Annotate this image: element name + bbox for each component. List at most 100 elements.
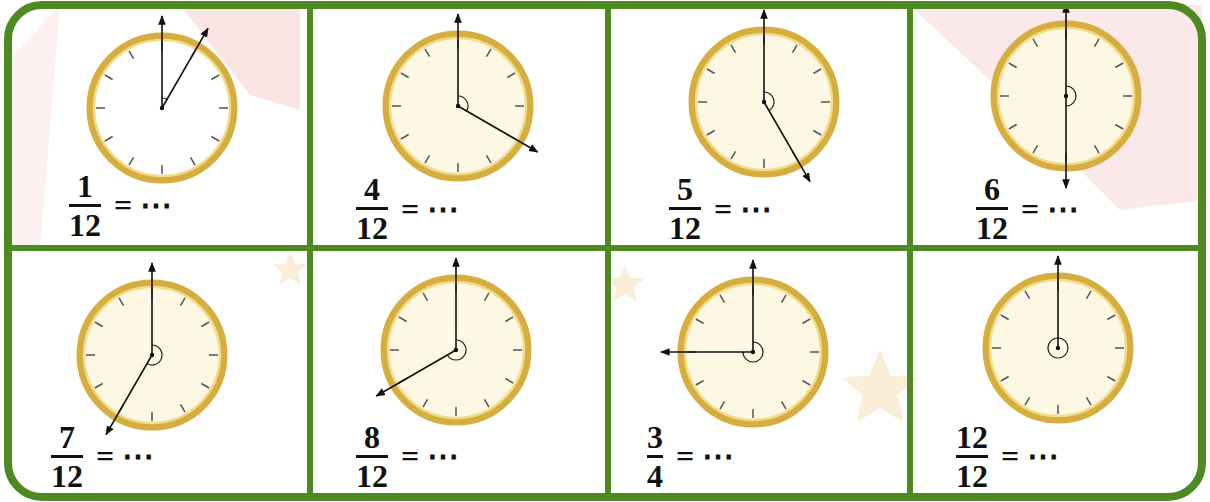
clock-panel: 612= ⋯	[910, 5, 1202, 248]
clock-tick	[698, 101, 707, 103]
clock-tick	[1107, 315, 1115, 320]
clock-tick	[191, 157, 196, 165]
clock-tick	[1025, 397, 1030, 405]
clock-tick	[423, 293, 428, 301]
clock-tick	[425, 155, 430, 163]
fraction-equation: 512= ⋯	[666, 173, 772, 244]
clock	[386, 14, 538, 178]
clock-tick	[813, 131, 821, 136]
clock-tick	[455, 407, 457, 416]
clock-panel: 412= ⋯	[310, 5, 608, 248]
clock-hand	[752, 260, 754, 352]
numerator: 7	[59, 421, 75, 453]
clock	[90, 16, 234, 180]
numerator: 1	[77, 170, 93, 202]
clock-center	[751, 350, 755, 354]
clock-tick	[1115, 347, 1124, 349]
clock-tick	[392, 105, 401, 107]
clock-tick	[810, 351, 819, 353]
clock-hand	[458, 106, 538, 152]
clock-tick	[181, 298, 186, 306]
clock-tick	[802, 319, 810, 324]
clock-tick	[1009, 63, 1017, 68]
numerator: 8	[364, 421, 380, 453]
watermark-shape	[910, 5, 1202, 210]
clock-tick	[457, 163, 459, 172]
clock-center	[456, 104, 460, 108]
clock-hand	[661, 351, 753, 353]
grid-line	[8, 245, 1202, 251]
watermark-star	[842, 350, 918, 422]
denominator: 4	[647, 460, 663, 492]
clock-tick	[507, 73, 515, 78]
clock-tick	[720, 401, 725, 409]
numerator: 12	[956, 421, 988, 453]
fraction-bar	[356, 455, 388, 458]
clock-tick	[1025, 291, 1030, 299]
clock-tick	[1095, 145, 1100, 153]
clock-tick	[1123, 95, 1132, 97]
clock-hand	[106, 355, 152, 435]
clock	[986, 256, 1130, 420]
clock-tick	[1095, 39, 1100, 47]
denominator: 12	[976, 212, 1008, 244]
fraction-equation: 412= ⋯	[353, 173, 459, 244]
clock-tick	[731, 151, 736, 159]
fraction-bar	[69, 204, 101, 207]
clock-tick	[1115, 125, 1123, 130]
clock-hand	[763, 10, 765, 102]
clock-tick	[485, 293, 490, 301]
clock-tick	[696, 381, 704, 386]
clock-tick	[696, 319, 704, 324]
fraction: 712	[48, 421, 86, 492]
clock-tick	[219, 107, 228, 109]
clock-panel: 512= ⋯	[608, 5, 910, 248]
clock-tick	[129, 51, 134, 59]
numerator: 6	[984, 173, 1000, 205]
clock-tick	[425, 49, 430, 57]
clock-tick	[209, 354, 218, 356]
clock-tick	[390, 349, 399, 351]
frame	[8, 5, 1202, 497]
clock-tick	[1115, 63, 1123, 68]
clock-tick	[105, 75, 113, 80]
clock-tick	[487, 155, 492, 163]
fraction-bar	[956, 455, 988, 458]
clock-tick	[793, 45, 798, 53]
clock-tick	[119, 298, 124, 306]
numerator: 5	[677, 173, 693, 205]
clock	[376, 258, 528, 422]
clock-center	[454, 348, 458, 352]
clock-hand	[161, 16, 163, 108]
clock-tick	[1033, 39, 1038, 47]
fraction: 512	[666, 173, 704, 244]
clock-tick	[763, 159, 765, 168]
clock-tick	[720, 295, 725, 303]
clock-tick	[423, 399, 428, 407]
outer-frame	[8, 5, 1202, 497]
clock-tick	[1000, 95, 1009, 97]
clock-center	[1064, 94, 1068, 98]
equals-blank: = ⋯	[401, 193, 459, 225]
clock-hand	[151, 263, 153, 355]
fraction: 112	[66, 170, 104, 241]
clock-tick	[782, 401, 787, 409]
clock-tick	[211, 137, 219, 142]
clock-tick	[813, 69, 821, 74]
clock-tick	[1107, 377, 1115, 382]
fraction: 812	[353, 421, 391, 492]
clock-tick	[1057, 405, 1059, 414]
denominator: 12	[956, 460, 988, 492]
clock-hand	[1065, 4, 1067, 96]
clock-tick	[181, 404, 186, 412]
clock-tick	[201, 384, 209, 389]
clock-tick	[161, 165, 163, 174]
clock	[994, 4, 1138, 188]
fraction: 34	[644, 421, 666, 492]
clock-tick	[992, 347, 1001, 349]
fraction-bar	[669, 207, 701, 210]
clock-tick	[1009, 125, 1017, 130]
clock-center	[160, 106, 164, 110]
equals-blank: = ⋯	[1001, 440, 1059, 472]
clock-tick	[1001, 377, 1009, 382]
